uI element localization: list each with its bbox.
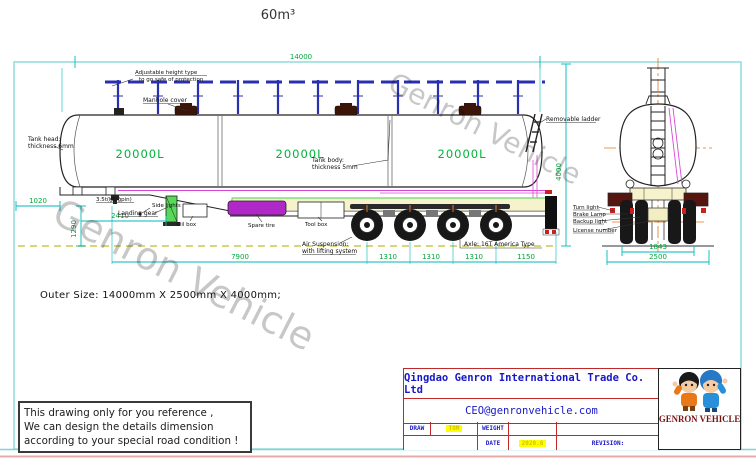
dim-rear-overhang: 1150 xyxy=(517,253,535,261)
discharge-piping xyxy=(118,155,546,198)
label-backup-light: Backup light xyxy=(573,219,608,225)
mudflap xyxy=(545,196,557,232)
oil-box xyxy=(182,203,208,218)
date-value-cell: 2020.6 xyxy=(509,436,557,450)
drawing-title: 60m³ xyxy=(260,8,296,23)
company-name: Qingdao Genron International Trade Co. L… xyxy=(404,369,659,399)
company-email: CEO@genronvehicle.com xyxy=(404,399,659,424)
title-block: Qingdao Genron International Trade Co. L… xyxy=(403,368,659,450)
dim-overall-width: 2500 xyxy=(649,253,667,261)
label-tank-head: thickness 6mm xyxy=(28,143,74,150)
wheel xyxy=(480,205,512,241)
rear-view xyxy=(602,58,714,252)
dim-kingpin-height: 1290 xyxy=(70,220,78,238)
dim-overall-height: 4000 xyxy=(555,163,563,181)
draw-value-cell: TOM xyxy=(431,422,478,435)
label-tank-body: Tank body: xyxy=(311,157,344,164)
empty-cell xyxy=(404,436,478,450)
label-brake-lamp: Brake Lamp xyxy=(573,212,606,218)
note-line: according to your special road condition… xyxy=(24,435,239,447)
label-air-suspension: Air Suspension: xyxy=(302,241,348,248)
compartment-volume: 20000L xyxy=(116,147,165,161)
logo-text: GENRON VEHICLE xyxy=(658,414,741,424)
label-tank-body: thickness 5mm xyxy=(312,164,358,171)
rear-ladder xyxy=(525,113,543,153)
date-value: 2020.6 xyxy=(518,439,547,447)
landing-gear xyxy=(163,195,180,226)
fender xyxy=(350,204,510,209)
label-manhole-cover: Manhole cover xyxy=(143,97,188,104)
label-adjustable-height: to go safe of protection xyxy=(139,77,204,83)
wheel xyxy=(351,205,383,241)
manhole xyxy=(334,105,358,116)
wheel xyxy=(437,205,469,241)
side-light xyxy=(138,212,142,216)
kingpin xyxy=(111,195,119,200)
mascot-logo xyxy=(672,370,727,412)
dim-axle-spacing: 1310 xyxy=(465,253,483,261)
callout-labels: Adjustable height type to go safe of pro… xyxy=(27,70,651,255)
draw-label: DRAW xyxy=(404,422,431,435)
label-spare-tire: Spare tire xyxy=(248,223,275,229)
weight-value-cell xyxy=(509,422,557,435)
label-air-suspension: with lifting system xyxy=(302,248,357,255)
axles-and-wheels xyxy=(350,204,512,241)
dim-axle-spacing: 1310 xyxy=(379,253,397,261)
rear-discharge-pipe xyxy=(668,107,683,185)
dim-kingpin-to-axle: 7900 xyxy=(231,253,249,261)
label-side-lights: Side lights xyxy=(152,203,181,209)
rear-ladder-main xyxy=(650,106,666,186)
note-line: This drawing only for you reference , xyxy=(24,407,214,419)
label-adjustable-height: Adjustable height type xyxy=(135,70,198,76)
dim-front-overhang: 1020 xyxy=(29,197,47,205)
outer-size-note: Outer Size: 14000mm X 2500mm X 4000mm; xyxy=(40,290,281,301)
title-block-row2: DATE 2020.6 REVISION: xyxy=(404,436,659,450)
dimensions: 14000 1020 1290 2410 7900 1310 1310 1310… xyxy=(15,53,710,265)
label-license-number: License number xyxy=(573,228,618,234)
label-removable-ladder: Removable ladder xyxy=(546,116,601,123)
label-kingpin: 3.5t(Kingpin) xyxy=(96,197,132,203)
dim-wheel-track: 1843 xyxy=(649,243,667,251)
tank-body: 20000L 20000L 20000L xyxy=(59,103,543,188)
tank-cross-section xyxy=(619,103,697,187)
dim-kingpin-to-gear: 2410 xyxy=(111,212,129,220)
compartment-volume: 20000L xyxy=(276,147,325,161)
spare-tire-box xyxy=(227,200,287,216)
draw-value: TOM xyxy=(445,425,463,432)
empty-cell xyxy=(557,422,659,435)
label-tank-head: Tank head: xyxy=(27,136,61,143)
manhole xyxy=(458,105,482,116)
rear-end xyxy=(525,113,560,236)
date-label: DATE xyxy=(478,436,509,450)
reference-note-box: This drawing only for you reference , We… xyxy=(18,401,252,453)
tool-box xyxy=(297,201,345,219)
weight-label: WEIGHT xyxy=(478,422,509,435)
side-view: 20000L 20000L 20000L xyxy=(18,80,560,247)
wheel xyxy=(394,205,426,241)
label-tool-box: Tool box xyxy=(304,222,328,228)
dim-axle-spacing: 1310 xyxy=(422,253,440,261)
title-block-row1: DRAW TOM WEIGHT xyxy=(404,422,659,436)
rear-wheels xyxy=(620,200,696,244)
note-line: We can design the details dimension xyxy=(24,421,214,433)
label-landing-gear: Landing gear xyxy=(118,210,158,217)
dim-total-length: 14000 xyxy=(290,53,312,61)
license-plate xyxy=(647,207,669,222)
revision-label: REVISION: xyxy=(591,439,625,447)
label-oil-box: Oil box xyxy=(177,222,197,228)
label-axle-type: Axle: 16T America Type xyxy=(464,241,535,248)
compartment-volume: 20000L xyxy=(438,147,487,161)
company-logo-box: GENRON VEHICLE xyxy=(658,368,741,450)
label-turn-light: Turn light xyxy=(572,205,599,211)
rear-ladder-top xyxy=(647,67,669,104)
